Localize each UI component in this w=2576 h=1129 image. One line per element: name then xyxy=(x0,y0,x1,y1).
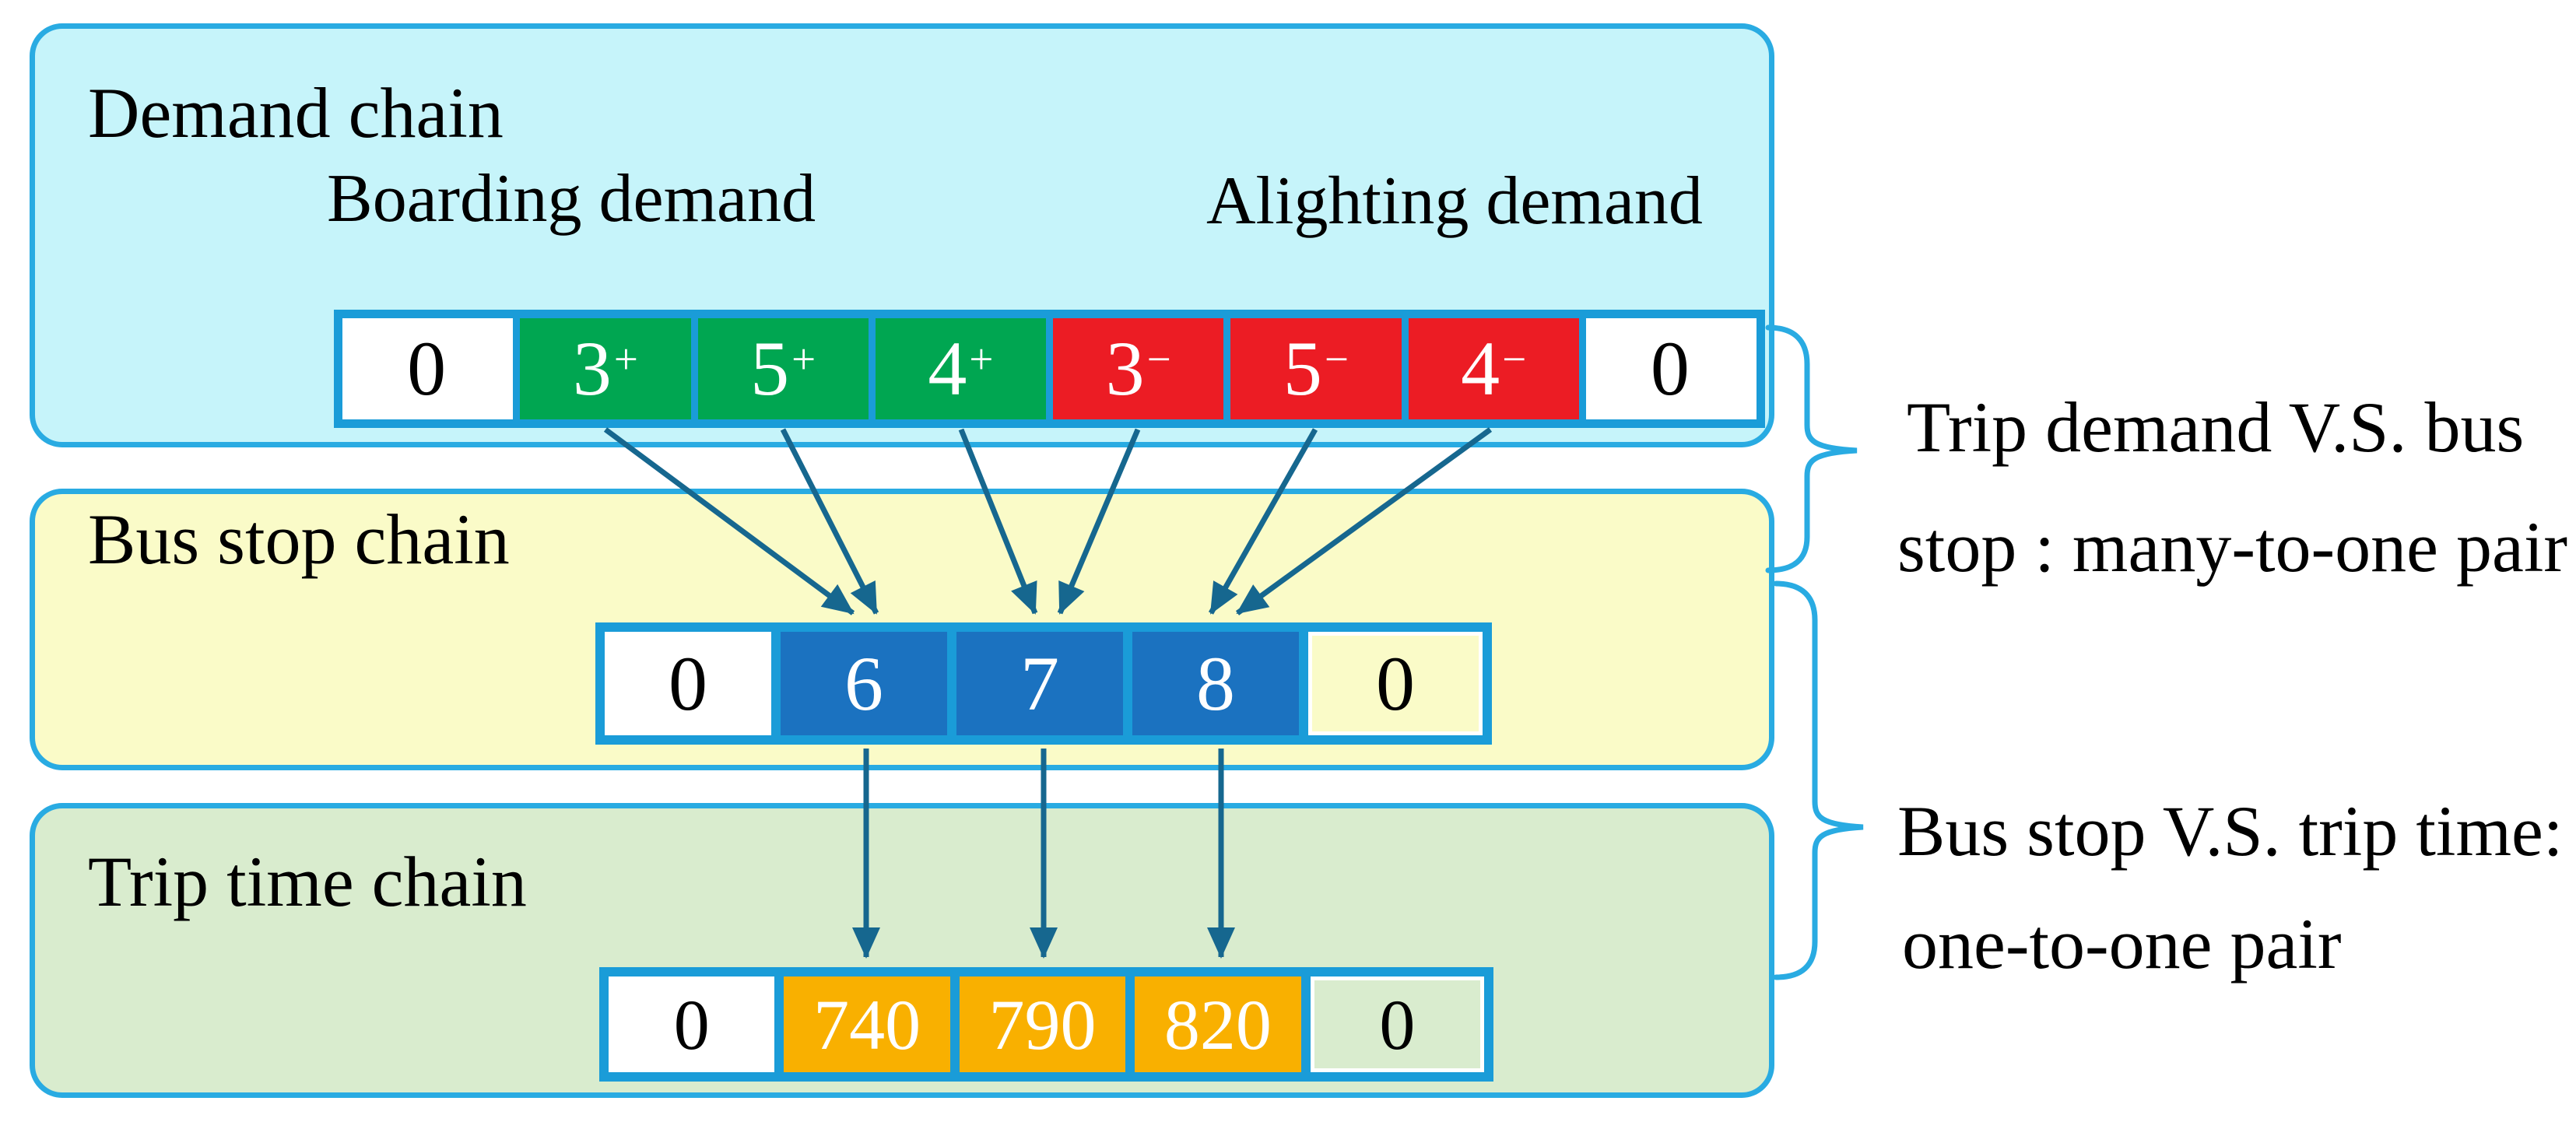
demand-cell-alighting-1: 3− xyxy=(1053,318,1224,419)
trip-time-chain-row: 0 740 790 820 0 xyxy=(599,967,1493,1082)
demand-cell-alighting-2: 5− xyxy=(1230,318,1402,419)
boarding-demand-label: Boarding demand xyxy=(327,161,816,237)
demand-chain-box: Demand chain Boarding demand Alighting d… xyxy=(30,23,1774,447)
annotation-stop-vs-time-line1: Bus stop V.S. trip time: xyxy=(1897,791,2564,871)
annotation-demand-vs-stop-line1: Trip demand V.S. bus xyxy=(1907,387,2525,467)
trip-cell-740: 740 xyxy=(784,976,950,1072)
demand-cell-boarding-1: 3+ xyxy=(520,318,691,419)
brace-demand-vs-stop xyxy=(1765,324,1858,573)
bus-stop-chain-title: Bus stop chain xyxy=(88,500,510,579)
bus-stop-chain-box: Bus stop chain 0 6 7 8 0 xyxy=(30,489,1774,770)
bus-cell-zero-left: 0 xyxy=(605,632,771,735)
trip-time-chain-box: Trip time chain 0 740 790 820 0 xyxy=(30,803,1774,1098)
annotation-demand-vs-stop-line2: stop : many-to-one pair xyxy=(1897,507,2568,587)
bus-stop-chain-row: 0 6 7 8 0 xyxy=(595,622,1492,745)
demand-cell-boarding-2: 5+ xyxy=(697,318,869,419)
brace-stop-vs-time xyxy=(1773,580,1864,980)
trip-cell-820: 820 xyxy=(1135,976,1301,1072)
demand-chain-row: 0 3+ 5+ 4+ 3− 5− 4− 0 xyxy=(334,310,1765,428)
bus-cell-stop-8: 8 xyxy=(1132,632,1299,735)
annotation-stop-vs-time-line2: one-to-one pair xyxy=(1902,904,2342,983)
bus-cell-stop-6: 6 xyxy=(781,632,947,735)
trip-cell-zero-left: 0 xyxy=(609,976,775,1072)
demand-cell-alighting-3: 4− xyxy=(1408,318,1579,419)
bus-cell-stop-7: 7 xyxy=(956,632,1123,735)
demand-cell-zero-right: 0 xyxy=(1585,318,1757,419)
trip-cell-790: 790 xyxy=(959,976,1126,1072)
trip-time-chain-title: Trip time chain xyxy=(88,842,527,921)
demand-cell-boarding-3: 4+ xyxy=(875,318,1046,419)
trip-cell-zero-right: 0 xyxy=(1310,976,1485,1072)
demand-chain-title: Demand chain xyxy=(88,73,504,153)
bus-cell-zero-right: 0 xyxy=(1308,632,1483,735)
alighting-demand-label: Alighting demand xyxy=(1206,163,1703,239)
demand-cell-zero-left: 0 xyxy=(342,318,514,419)
